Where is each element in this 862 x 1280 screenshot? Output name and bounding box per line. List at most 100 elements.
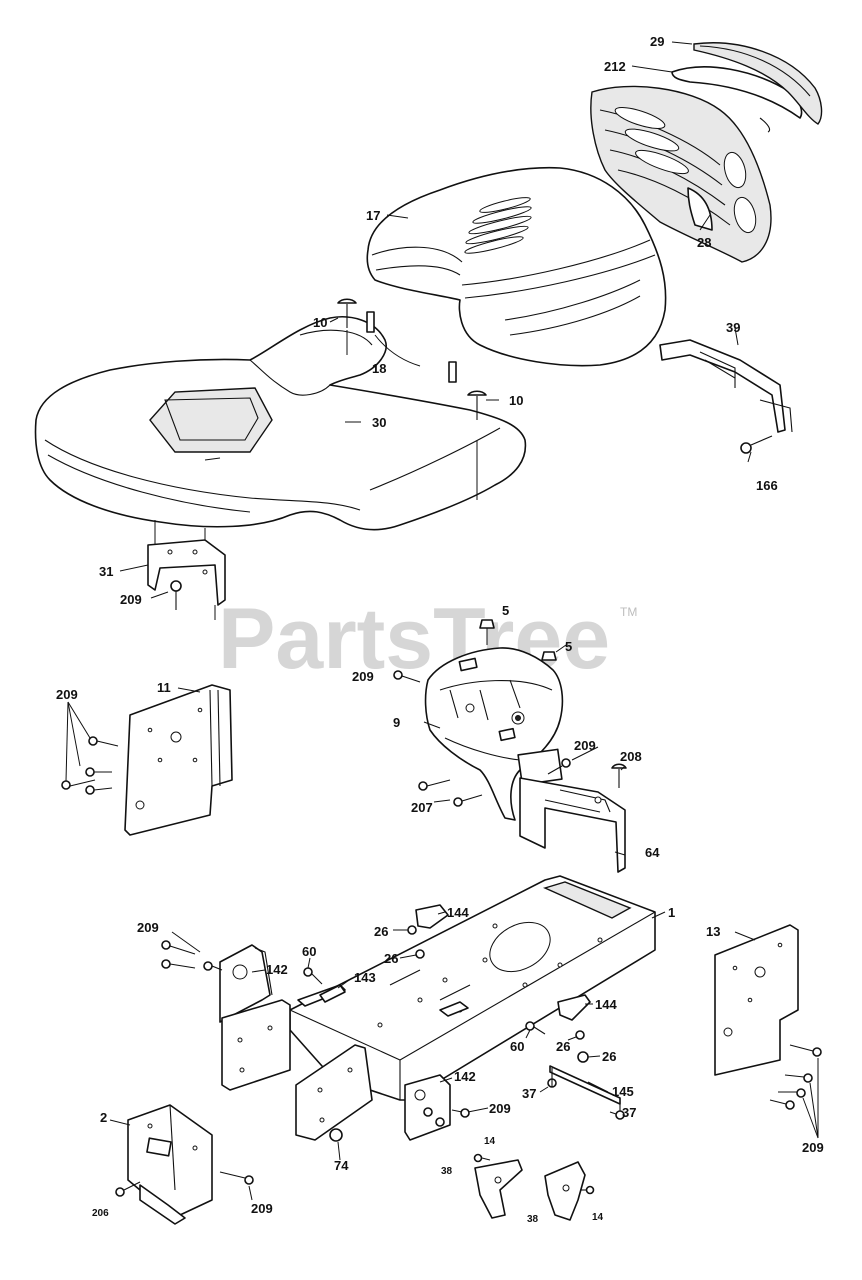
part-17-hood[interactable] (366, 166, 667, 367)
part-209-bolt-seat[interactable] (170, 580, 182, 610)
part-26-nut-c[interactable] (575, 1030, 585, 1040)
part-209-bolts-bracket-b[interactable] (423, 1107, 470, 1127)
callout-5-upper: 5 (502, 603, 509, 618)
part-13-side-panel[interactable] (714, 924, 799, 1076)
callout-10-lower: 10 (509, 393, 523, 408)
callout-144-upper: 144 (447, 905, 469, 920)
part-38-bracket-b[interactable] (544, 1161, 586, 1221)
part-143-spacer[interactable] (319, 984, 346, 1003)
part-145-rod[interactable] (549, 1065, 621, 1105)
part-209-bolts-panel13[interactable] (769, 1044, 822, 1139)
part-2-front-bumper[interactable] (127, 1104, 213, 1225)
part-frame-plate-left[interactable] (221, 984, 346, 1091)
callout-209-left-frame: 209 (137, 920, 159, 935)
callout-labels: 29 212 28 17 39 166 10 18 10 30 31 209 5… (56, 34, 824, 1225)
part-26-nut-b[interactable] (415, 949, 425, 959)
callout-18: 18 (372, 361, 386, 376)
part-206-bolt[interactable] (115, 1181, 141, 1197)
callout-30: 30 (372, 415, 386, 430)
part-26-nut-a[interactable] (407, 925, 417, 935)
part-11-side-panel[interactable] (124, 684, 233, 836)
callout-209-dash: 209 (352, 669, 374, 684)
callout-166: 166 (756, 478, 778, 493)
callout-212: 212 (604, 59, 626, 74)
callout-209-bumper: 209 (251, 1201, 273, 1216)
callout-11: 11 (157, 680, 171, 695)
part-10-bolt-a[interactable] (337, 298, 357, 355)
leader-lines (109, 41, 756, 1201)
callout-26-d: 26 (602, 1049, 616, 1064)
callout-37-left: 37 (522, 1086, 536, 1101)
part-74-nut[interactable] (329, 1128, 343, 1142)
part-64-support[interactable] (519, 777, 626, 873)
part-9-dash-panel[interactable] (424, 647, 564, 821)
callout-142-lower: 142 (454, 1069, 476, 1084)
part-166-screw[interactable] (740, 435, 773, 454)
part-29-top-trim[interactable] (693, 42, 823, 125)
callout-29: 29 (650, 34, 664, 49)
part-30-seat-pan[interactable] (34, 316, 527, 531)
part-144-clip-a[interactable] (415, 904, 449, 929)
callout-39: 39 (726, 320, 740, 335)
part-209-bolt-dash[interactable] (393, 670, 421, 683)
part-144-clip-b[interactable] (557, 994, 591, 1021)
callout-14-left: 14 (484, 1136, 496, 1147)
callout-28: 28 (697, 235, 711, 250)
callout-207: 207 (411, 800, 433, 815)
part-37-bolt-b[interactable] (615, 1098, 625, 1120)
callout-209-support: 209 (574, 738, 596, 753)
callout-145: 145 (612, 1084, 634, 1099)
part-18-spacer-a[interactable] (366, 311, 421, 367)
callout-74: 74 (334, 1158, 349, 1173)
part-18-spacer-b[interactable] (448, 361, 457, 383)
callout-38-right: 38 (527, 1214, 539, 1225)
callout-37-right: 37 (622, 1105, 636, 1120)
part-37-bolt-a[interactable] (547, 1068, 557, 1088)
callout-26-c: 26 (556, 1039, 570, 1054)
part-14-bolt-a[interactable] (473, 1153, 491, 1163)
callout-10-upper: 10 (313, 315, 327, 330)
watermark-trademark: TM (620, 605, 637, 619)
callout-2: 2 (100, 1110, 107, 1125)
part-209-bolts-panel11[interactable] (61, 701, 119, 795)
callout-209-bracket: 209 (489, 1101, 511, 1116)
callout-60-right: 60 (510, 1039, 524, 1054)
callout-13: 13 (706, 924, 720, 939)
part-31-seat-bracket[interactable] (147, 520, 226, 620)
part-39-bracket[interactable] (659, 339, 793, 433)
callout-209-seat: 209 (120, 592, 142, 607)
part-10-bolt-b[interactable] (467, 390, 487, 500)
part-209-bolt-support[interactable] (547, 758, 571, 775)
callout-208: 208 (620, 749, 642, 764)
callout-17: 17 (366, 208, 380, 223)
part-26-nut-d[interactable] (577, 1051, 589, 1063)
part-207-bolts[interactable] (418, 779, 483, 807)
part-28-grille[interactable] (590, 85, 772, 263)
callout-209-panel11: 209 (56, 687, 78, 702)
part-60-bolt-a[interactable] (303, 967, 323, 985)
part-5-nut-b[interactable] (541, 651, 557, 661)
part-5-nut-a[interactable] (479, 619, 495, 645)
part-212-trim[interactable] (671, 66, 803, 133)
callout-64: 64 (645, 845, 660, 860)
callout-206: 206 (92, 1208, 109, 1219)
callout-144-lower: 144 (595, 997, 617, 1012)
part-208-bolt[interactable] (611, 763, 627, 788)
part-209-bolts-left-frame[interactable] (161, 940, 223, 971)
callout-38-left: 38 (441, 1166, 453, 1177)
part-38-bracket-a[interactable] (474, 1159, 523, 1219)
callout-209-panel13: 209 (802, 1140, 824, 1155)
callout-14-right: 14 (592, 1212, 604, 1223)
part-142-bracket-a[interactable] (219, 944, 273, 1023)
callout-5-lower: 5 (565, 639, 572, 654)
callout-31: 31 (99, 564, 113, 579)
part-14-bolt-b[interactable] (580, 1185, 595, 1195)
callout-26-b: 26 (384, 951, 398, 966)
callout-26-a: 26 (374, 924, 388, 939)
part-209-bolt-bumper[interactable] (219, 1171, 254, 1185)
callout-143: 143 (354, 970, 376, 985)
callout-9: 9 (393, 715, 400, 730)
callout-60-left: 60 (302, 944, 316, 959)
part-frame-plate-right[interactable] (295, 1044, 373, 1141)
